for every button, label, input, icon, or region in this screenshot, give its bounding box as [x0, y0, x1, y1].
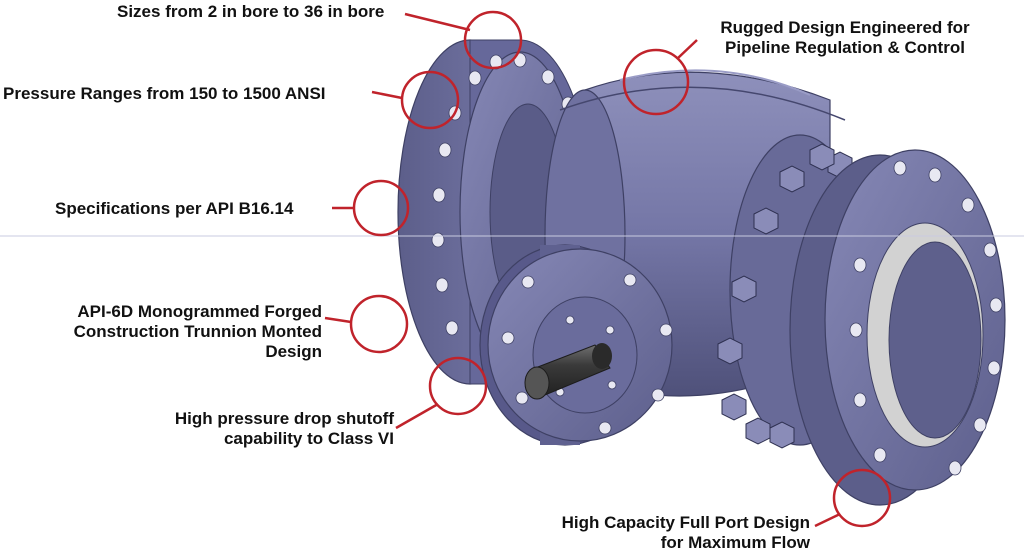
callout-shutoff-line2: capability to Class VI — [223, 429, 394, 448]
callout-shutoff: High pressure drop shutoff capability to… — [150, 409, 394, 449]
leader-line-sizes — [404, 12, 471, 32]
leader-line-pressure — [371, 90, 403, 100]
callout-capacity-line2: for Maximum Flow — [660, 533, 810, 552]
leader-line-api — [324, 316, 352, 324]
trunnion-cover — [479, 244, 673, 446]
leader-line-rugged — [677, 39, 698, 59]
right-flange-bolt-holes — [849, 160, 1003, 476]
callout-markers — [324, 10, 892, 528]
callout-api-line2: Construction Trunnion Monted — [73, 322, 322, 341]
callout-circle-shutoff — [428, 356, 488, 416]
callout-circle-sizes — [463, 10, 523, 70]
callout-capacity: High Capacity Full Port Design for Maxim… — [520, 513, 810, 553]
right-flange — [789, 149, 1006, 506]
callout-circle-pressure — [400, 70, 460, 130]
callout-circle-capacity — [832, 468, 892, 528]
callout-capacity-line1: High Capacity Full Port Design — [561, 513, 810, 532]
callout-rugged-line1: Rugged Design Engineered for — [720, 18, 970, 37]
callout-circle-api — [349, 294, 409, 354]
callout-rugged-line2: Pipeline Regulation & Control — [725, 38, 965, 57]
stem-shaft — [524, 343, 612, 400]
callout-api: API-6D Monogrammed Forged Construction T… — [40, 302, 322, 362]
callout-pressure: Pressure Ranges from 150 to 1500 ANSI — [3, 84, 326, 103]
callout-shutoff-line1: High pressure drop shutoff — [174, 409, 394, 428]
leader-line-capacity — [814, 512, 841, 528]
leader-line-shutoff — [395, 402, 439, 430]
trunnion-cover-bolt-holes — [501, 273, 673, 435]
callout-circle-rugged — [622, 48, 690, 116]
callout-sizes: Sizes from 2 in bore to 36 in bore — [117, 2, 385, 21]
callout-api-line1: API-6D Monogrammed Forged — [77, 302, 322, 321]
callout-specifications: Specifications per API B16.14 — [55, 199, 294, 218]
callout-api-line3: Design — [265, 342, 322, 361]
callout-rugged: Rugged Design Engineered for Pipeline Re… — [700, 18, 990, 58]
